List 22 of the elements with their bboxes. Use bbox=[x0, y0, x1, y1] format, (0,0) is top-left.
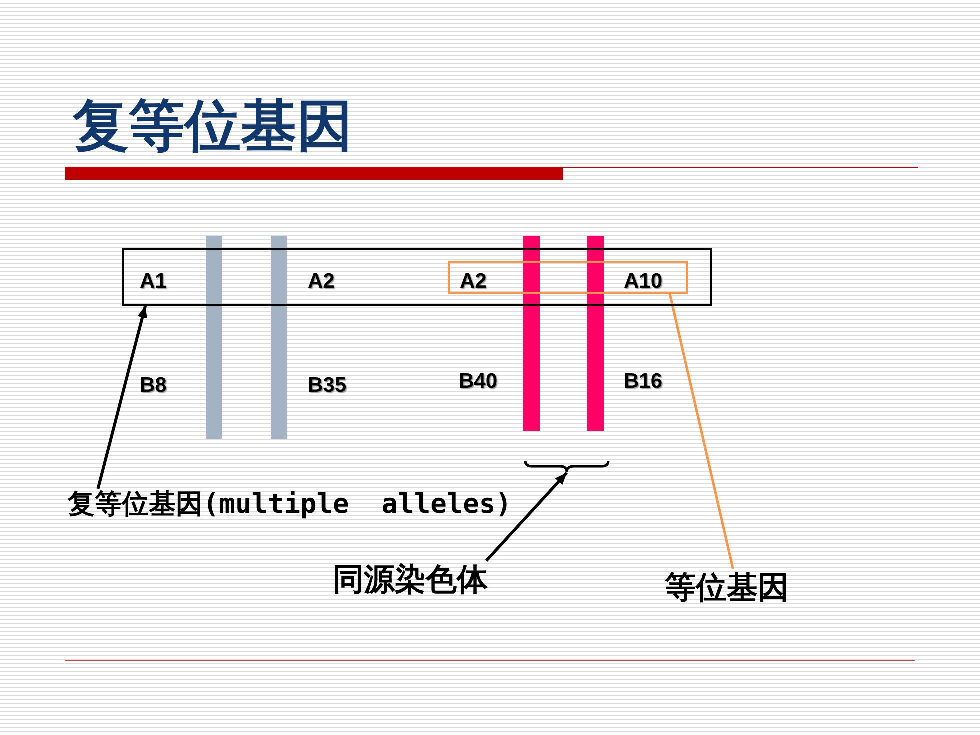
callout-text: 同源染色体 bbox=[333, 561, 488, 598]
allele-label: B40 bbox=[459, 371, 498, 392]
allele-label: A1 bbox=[140, 271, 167, 292]
arrow bbox=[96, 306, 148, 490]
allele-label: B8 bbox=[140, 375, 167, 396]
allele-label: A10 bbox=[624, 271, 663, 292]
curly-brace bbox=[524, 460, 610, 473]
leader-line bbox=[668, 294, 734, 570]
arrow bbox=[485, 472, 568, 562]
chromosome-bar bbox=[587, 236, 604, 431]
highlight-frame bbox=[448, 261, 688, 294]
slide-title: 复等位基因 bbox=[73, 98, 353, 154]
callout-text: 等位基因 bbox=[665, 569, 789, 606]
chromosome-bar bbox=[271, 236, 287, 439]
allele-label: B35 bbox=[308, 375, 347, 396]
allele-label: B16 bbox=[624, 371, 663, 392]
allele-label: A2 bbox=[460, 271, 487, 292]
allele-label: A2 bbox=[308, 271, 335, 292]
chromosome-bar bbox=[523, 236, 540, 431]
callout-text: 复等位基因(multiple alleles) bbox=[68, 489, 512, 522]
locus-frame bbox=[122, 248, 712, 306]
chromosome-bar bbox=[206, 236, 222, 439]
